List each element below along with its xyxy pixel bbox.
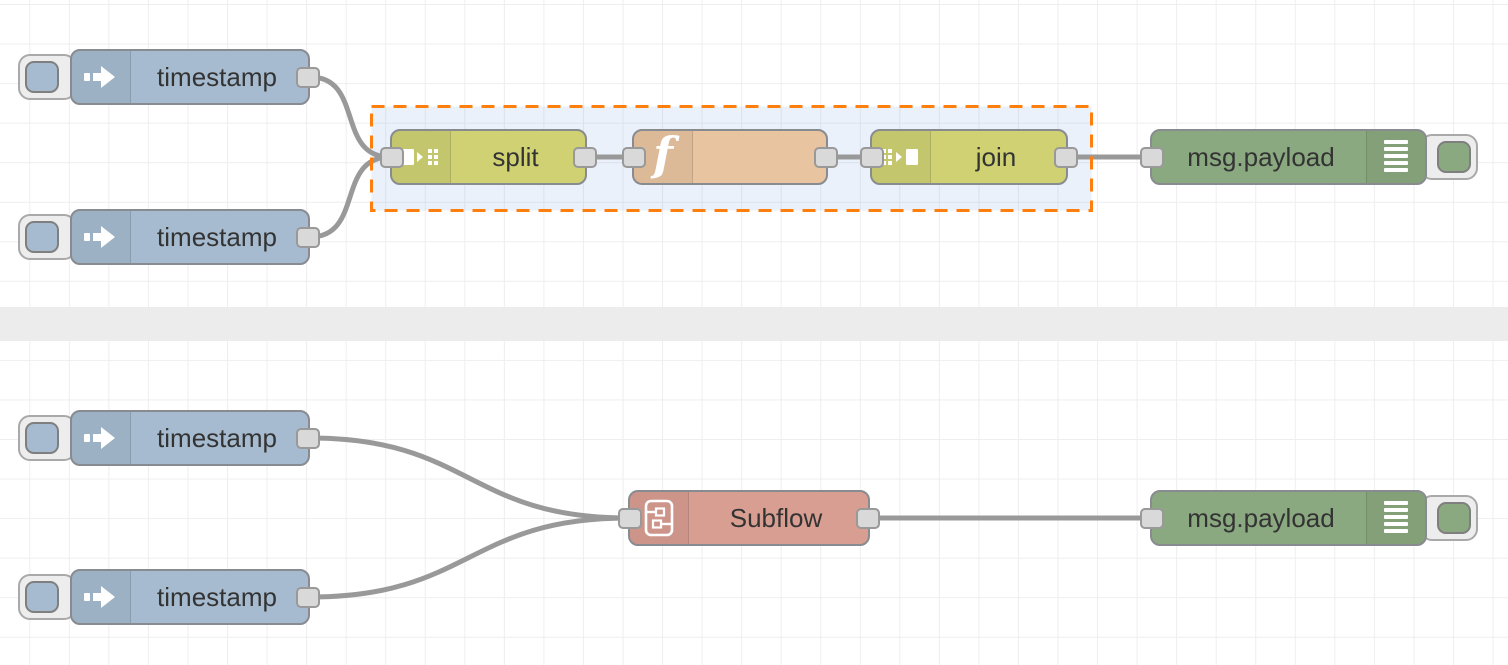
inject-button[interactable] (25, 61, 59, 93)
flows-divider (0, 307, 1508, 341)
split-icon (402, 149, 438, 165)
node-join[interactable]: join (860, 129, 1078, 185)
selection-box-border (370, 105, 1093, 212)
output-port[interactable] (296, 586, 320, 608)
node-label (692, 131, 822, 183)
node-label: timestamp (157, 221, 277, 252)
inject-button-capsule (18, 54, 76, 100)
debug-button-capsule (1420, 134, 1478, 180)
output-port[interactable] (1054, 146, 1078, 168)
output-port[interactable] (296, 427, 320, 449)
input-port[interactable] (380, 146, 404, 168)
inject-button[interactable] (25, 581, 59, 613)
join-icon (882, 149, 918, 165)
node-label: Subflow (729, 502, 823, 533)
node-label: timestamp (157, 422, 277, 453)
node-label: msg.payload (1187, 141, 1335, 172)
inject-button[interactable] (25, 422, 59, 454)
debug-button-capsule (1420, 495, 1478, 541)
input-port[interactable] (1140, 507, 1164, 529)
inject-button-capsule (18, 214, 76, 260)
debug-toggle-button[interactable] (1437, 502, 1471, 534)
inject-arrow-icon (84, 226, 115, 248)
debug-list-icon (1384, 501, 1408, 533)
wire-inject4-subflow[interactable] (307, 515, 631, 600)
node-label: join (975, 141, 1017, 172)
input-port[interactable] (618, 507, 642, 529)
debug-list-icon (1384, 140, 1408, 172)
output-port[interactable] (814, 146, 838, 168)
function-f-icon: f (653, 127, 673, 181)
inject-button[interactable] (25, 221, 59, 253)
wire-inject2-split[interactable] (307, 154, 393, 240)
node-label: timestamp (157, 581, 277, 612)
node-debug-msg-payload-2[interactable]: msg.payload (1140, 490, 1427, 546)
output-port[interactable] (296, 66, 320, 88)
node-label: split (492, 141, 539, 172)
inject-button-capsule (18, 574, 76, 620)
node-inject-timestamp-4[interactable]: timestamp (70, 569, 320, 625)
input-port[interactable] (622, 146, 646, 168)
debug-toggle-button[interactable] (1437, 141, 1471, 173)
wire-inject1-split[interactable] (307, 74, 393, 160)
node-inject-timestamp-2[interactable]: timestamp (70, 209, 320, 265)
output-port[interactable] (856, 507, 880, 529)
node-function[interactable]: f (622, 127, 838, 185)
node-subflow[interactable]: Subflow (618, 490, 880, 546)
inject-arrow-icon (84, 66, 115, 88)
node-debug-msg-payload-1[interactable]: msg.payload (1140, 129, 1427, 185)
output-port[interactable] (296, 226, 320, 248)
inject-arrow-icon (84, 427, 115, 449)
node-label: msg.payload (1187, 502, 1335, 533)
output-port[interactable] (573, 146, 597, 168)
node-inject-timestamp-1[interactable]: timestamp (70, 49, 320, 105)
inject-button-capsule (18, 415, 76, 461)
input-port[interactable] (1140, 146, 1164, 168)
subflow-icon (644, 499, 674, 537)
wire-inject3-subflow[interactable] (307, 435, 631, 521)
input-port[interactable] (860, 146, 884, 168)
inject-arrow-icon (84, 586, 115, 608)
node-split[interactable]: split (380, 129, 597, 185)
node-label: timestamp (157, 61, 277, 92)
node-inject-timestamp-3[interactable]: timestamp (70, 410, 320, 466)
